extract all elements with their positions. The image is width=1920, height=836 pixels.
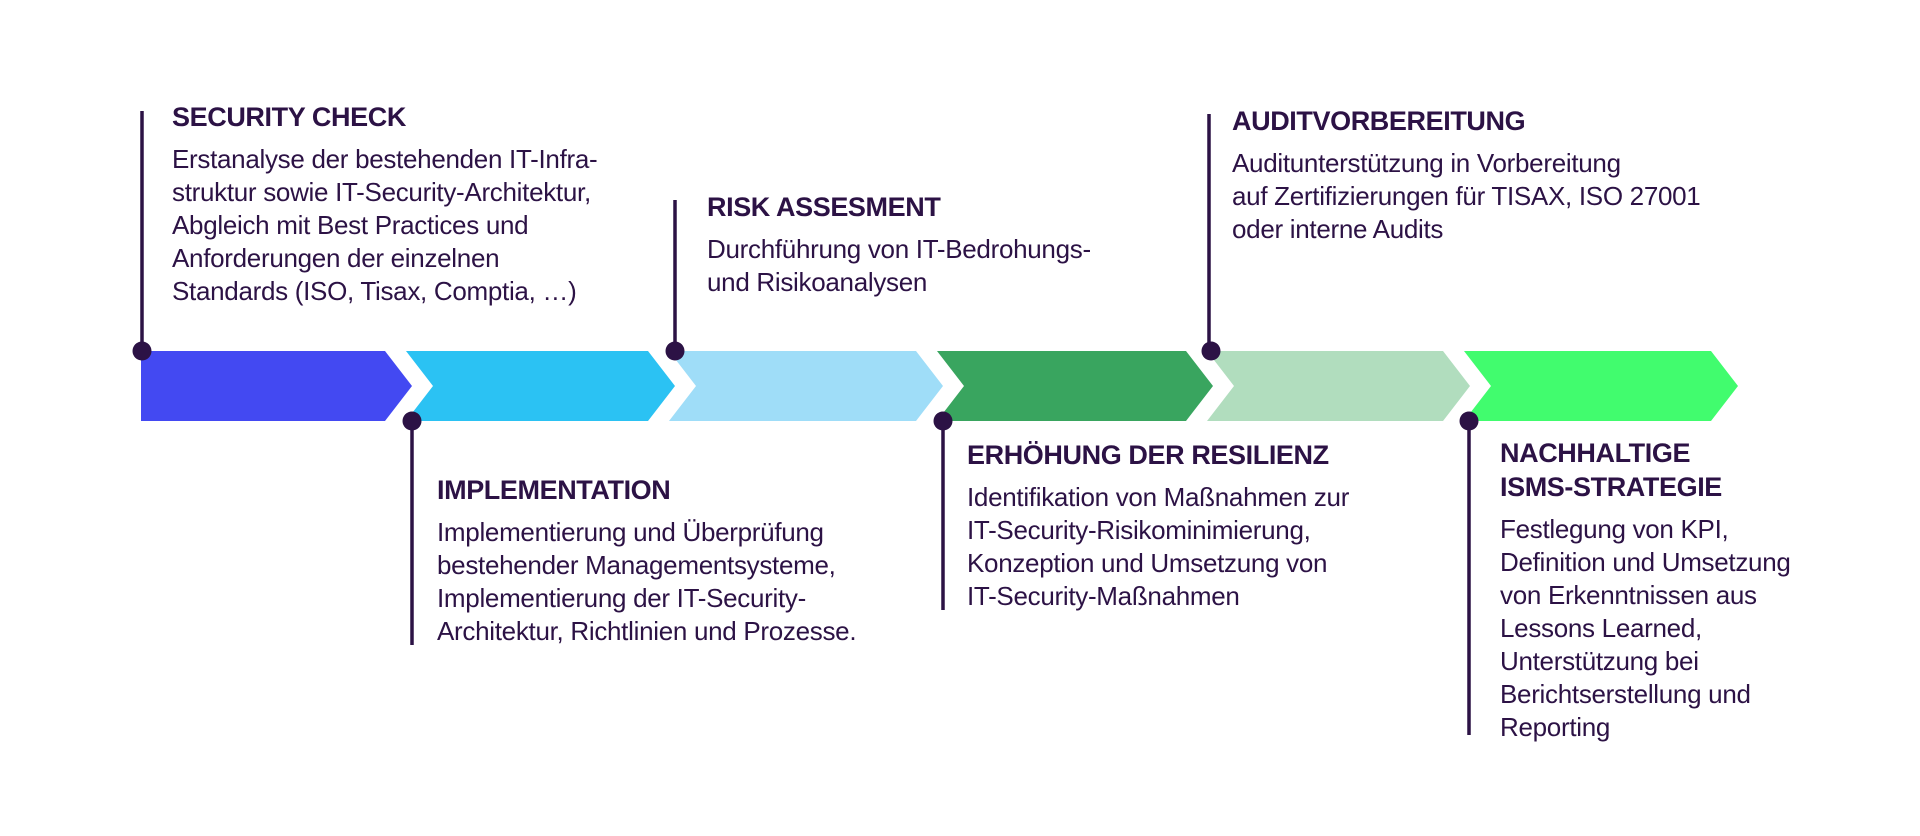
- step-4-title: ERHÖHUNG DER RESILIENZ: [967, 440, 1329, 470]
- step-2-connector-dot: [402, 411, 422, 431]
- step-6-description: Festlegung von KPI, Definition und Umset…: [1500, 514, 1791, 742]
- step-6-label: NACHHALTIGE ISMS-STRATEGIE Festlegung vo…: [1500, 436, 1850, 744]
- step-3-connector-dot: [665, 341, 685, 361]
- step-6-title: NACHHALTIGE ISMS-STRATEGIE: [1500, 438, 1722, 502]
- step-1-title: SECURITY CHECK: [172, 102, 406, 132]
- step-3-label: RISK ASSESMENT Durchführung von IT-Bedro…: [707, 190, 1137, 299]
- step-1-description: Erstanalyse der bestehenden IT-Infra- st…: [172, 144, 598, 306]
- step-3-arrow: [669, 351, 943, 421]
- step-5-description: Auditunterstützung in Vorbereitung auf Z…: [1232, 148, 1701, 244]
- step-1-connector-dot: [132, 341, 152, 361]
- step-4-description: Identifikation von Maßnahmen zur IT-Secu…: [967, 482, 1350, 611]
- step-4-arrow: [937, 351, 1213, 421]
- step-5-label: AUDITVORBEREITUNG Auditunterstützung in …: [1232, 104, 1762, 246]
- step-5-arrow: [1207, 351, 1470, 421]
- step-6-connector-dot: [1459, 411, 1479, 431]
- step-2-title: IMPLEMENTATION: [437, 475, 671, 505]
- step-5-title: AUDITVORBEREITUNG: [1232, 106, 1526, 136]
- step-3-description: Durchführung von IT-Bedrohungs- und Risi…: [707, 234, 1091, 297]
- step-4-label: ERHÖHUNG DER RESILIENZ Identifikation vo…: [967, 438, 1407, 613]
- step-2-label: IMPLEMENTATION Implementierung und Überp…: [437, 473, 917, 648]
- step-4-connector-dot: [933, 411, 953, 431]
- step-5-connector-dot: [1201, 341, 1221, 361]
- step-2-arrow: [406, 351, 675, 421]
- step-1-label: SECURITY CHECK Erstanalyse der bestehend…: [172, 100, 612, 308]
- step-1-arrow: [141, 351, 412, 421]
- step-3-title: RISK ASSESMENT: [707, 192, 941, 222]
- step-2-description: Implementierung und Überprüfung bestehen…: [437, 517, 857, 646]
- step-6-arrow: [1464, 351, 1738, 421]
